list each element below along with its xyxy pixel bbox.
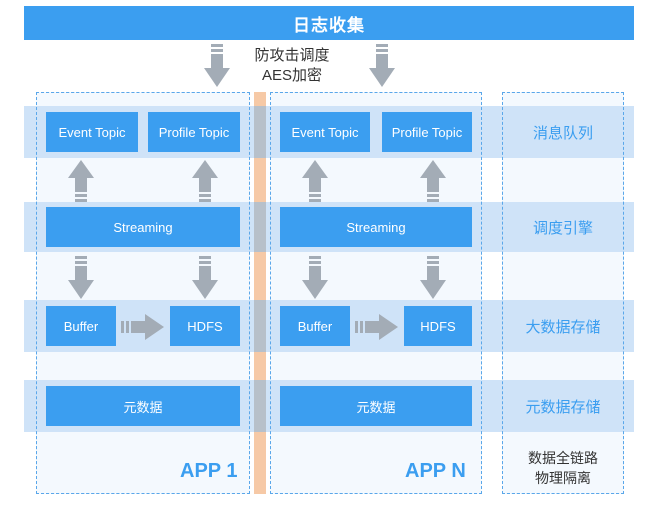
- down-arrow-icon: [192, 256, 218, 299]
- app1-event-topic: Event Topic: [46, 112, 138, 152]
- isolation-divider-segment: [254, 202, 266, 252]
- appn-profile-topic: Profile Topic: [382, 112, 472, 152]
- appn-buffer: Buffer: [280, 306, 350, 346]
- layer-label-mq: 消息队列: [532, 124, 593, 142]
- isolation-divider-segment: [254, 300, 266, 352]
- app1-label: APP 1: [180, 460, 238, 482]
- appn-streaming: Streaming: [280, 207, 472, 247]
- down-arrow-icon: [302, 256, 328, 299]
- app1-profile-topic: Profile Topic: [148, 112, 240, 152]
- right-arrow-icon: [121, 314, 164, 340]
- isolation-note: 数据全链路 物理隔离: [502, 448, 624, 488]
- isolation-note-line1: 数据全链路: [528, 450, 598, 466]
- up-arrow-icon: [302, 160, 328, 202]
- log-collection-header: 日志收集: [24, 6, 634, 40]
- appn-event-topic: Event Topic: [280, 112, 370, 152]
- isolation-note-line2: 物理隔离: [535, 470, 591, 486]
- layer-label-engine: 调度引擎: [532, 219, 593, 237]
- app1-hdfs: HDFS: [170, 306, 240, 346]
- appn-metadata: 元数据: [280, 386, 472, 426]
- layer-label-bigdata: 大数据存储: [525, 318, 601, 336]
- right-arrow-icon: [355, 314, 398, 340]
- app1-streaming: Streaming: [46, 207, 240, 247]
- app1-column-outline: [36, 92, 250, 494]
- isolation-divider-segment: [254, 380, 266, 432]
- app1-buffer: Buffer: [46, 306, 116, 346]
- isolation-divider-segment: [254, 106, 266, 158]
- up-arrow-icon: [420, 160, 446, 202]
- appn-hdfs: HDFS: [404, 306, 472, 346]
- down-arrow-icon: [68, 256, 94, 299]
- security-note-line2: AES加密: [261, 67, 322, 84]
- appn-column-outline: [270, 92, 482, 494]
- security-note-line1: 防攻击调度: [254, 47, 330, 64]
- down-arrow-icon: [369, 44, 395, 87]
- down-arrow-icon: [204, 44, 230, 87]
- layer-label-column-outline: [502, 92, 624, 494]
- down-arrow-icon: [420, 256, 446, 299]
- appn-label: APP N: [405, 460, 466, 482]
- security-note: 防攻击调度 AES加密: [232, 46, 352, 86]
- up-arrow-icon: [192, 160, 218, 202]
- app1-metadata: 元数据: [46, 386, 240, 426]
- up-arrow-icon: [68, 160, 94, 202]
- layer-label-metadata: 元数据存储: [525, 398, 601, 416]
